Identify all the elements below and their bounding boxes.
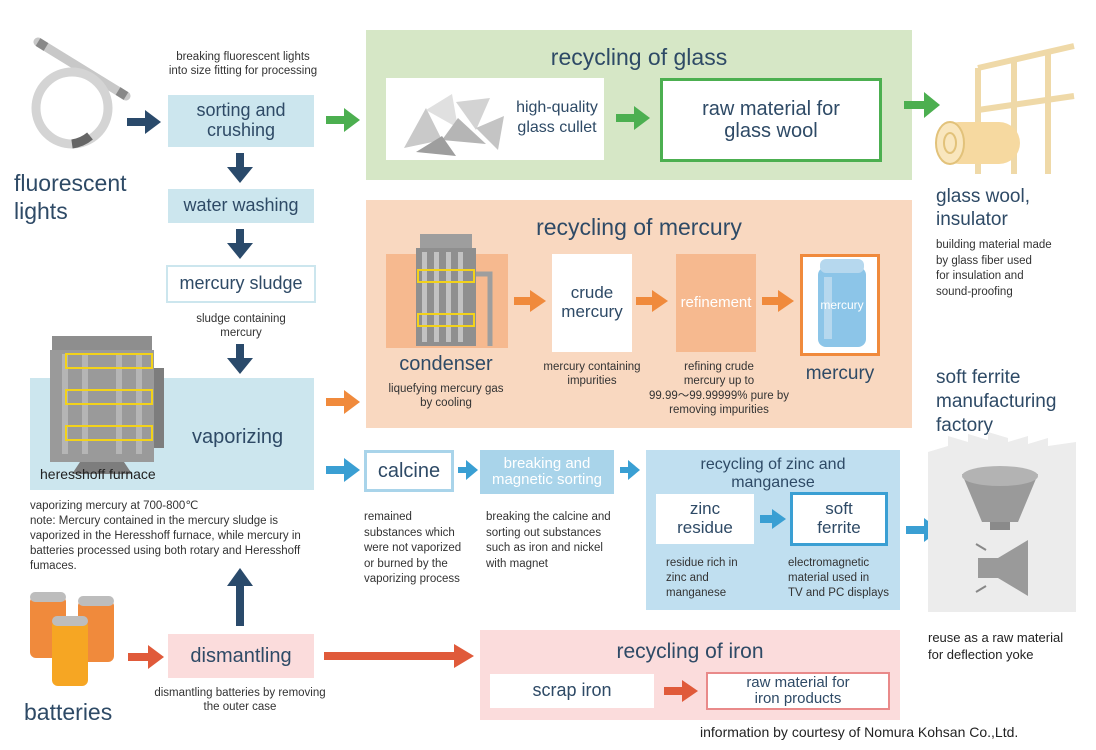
fluorescent-lights-icon [31,37,131,149]
dismantling-box: dismantling [168,634,314,678]
mercury-product-box: mercury [800,254,880,356]
arrow-right-icon [514,290,546,312]
vaporizing-label: vaporizing [192,426,284,448]
vaporizing-note: vaporizing mercury at 700-800℃ note: Mer… [30,500,301,572]
condenser-label: condenser [399,353,493,375]
arrow-down-icon [227,229,253,259]
mercury-can-icon: mercury [818,259,866,347]
arrow-up-icon [227,568,253,626]
arrow-right-icon [324,644,474,668]
arrow-right-icon [458,460,478,480]
batteries-icon [30,592,114,686]
arrow-right-icon [616,106,650,130]
glass-title: recycling of glass [550,44,728,70]
refinement-box: refinement [676,254,756,352]
mercury-can-label: mercury [820,298,863,312]
mercury-title: recycling of mercury [536,214,742,240]
heresshoff-furnace-icon [50,336,164,474]
arrow-right-icon [326,108,360,132]
arrow-down-icon [227,153,253,183]
water-washing-box: water washing [168,189,314,223]
iron-title: recycling of iron [616,640,764,663]
arrow-right-icon [620,460,640,480]
scrap-iron-box: scrap iron [490,674,654,708]
glass-wool-product-label: glass wool,insulator [936,186,1030,230]
arrow-right-icon [636,290,668,312]
glass-cullet-icon [404,94,504,156]
fluorescent-lights-label: fluorescent lights [14,170,127,224]
credit-line: information by courtesy of Nomura Kohsan… [700,724,1019,740]
glass-wool-icon [935,43,1075,174]
arrow-right-icon [326,458,360,482]
mercury-sludge-box: mercury sludge [166,265,316,303]
arrow-down-icon [227,344,253,374]
arrow-right-icon [664,680,698,702]
arrow-right-icon [760,509,786,529]
arrow-right-icon [904,92,940,118]
batteries-label: batteries [24,699,113,725]
arrow-right-icon [128,645,164,669]
condenser-icon [416,234,493,346]
furnace-label: heresshoff furnace [40,466,156,482]
calcine-box: calcine [364,450,454,492]
mercury-recycling-panel: recycling of mercury condenser liquefyin… [366,200,912,428]
mercury-product-label: mercury [805,363,875,384]
arrow-right-icon [762,290,794,312]
arrow-right-icon [127,110,161,134]
factory-icon [928,432,1076,612]
arrow-right-icon [326,390,360,414]
iron-recycling-panel: recycling of iron scrap iron raw materia… [480,630,900,720]
